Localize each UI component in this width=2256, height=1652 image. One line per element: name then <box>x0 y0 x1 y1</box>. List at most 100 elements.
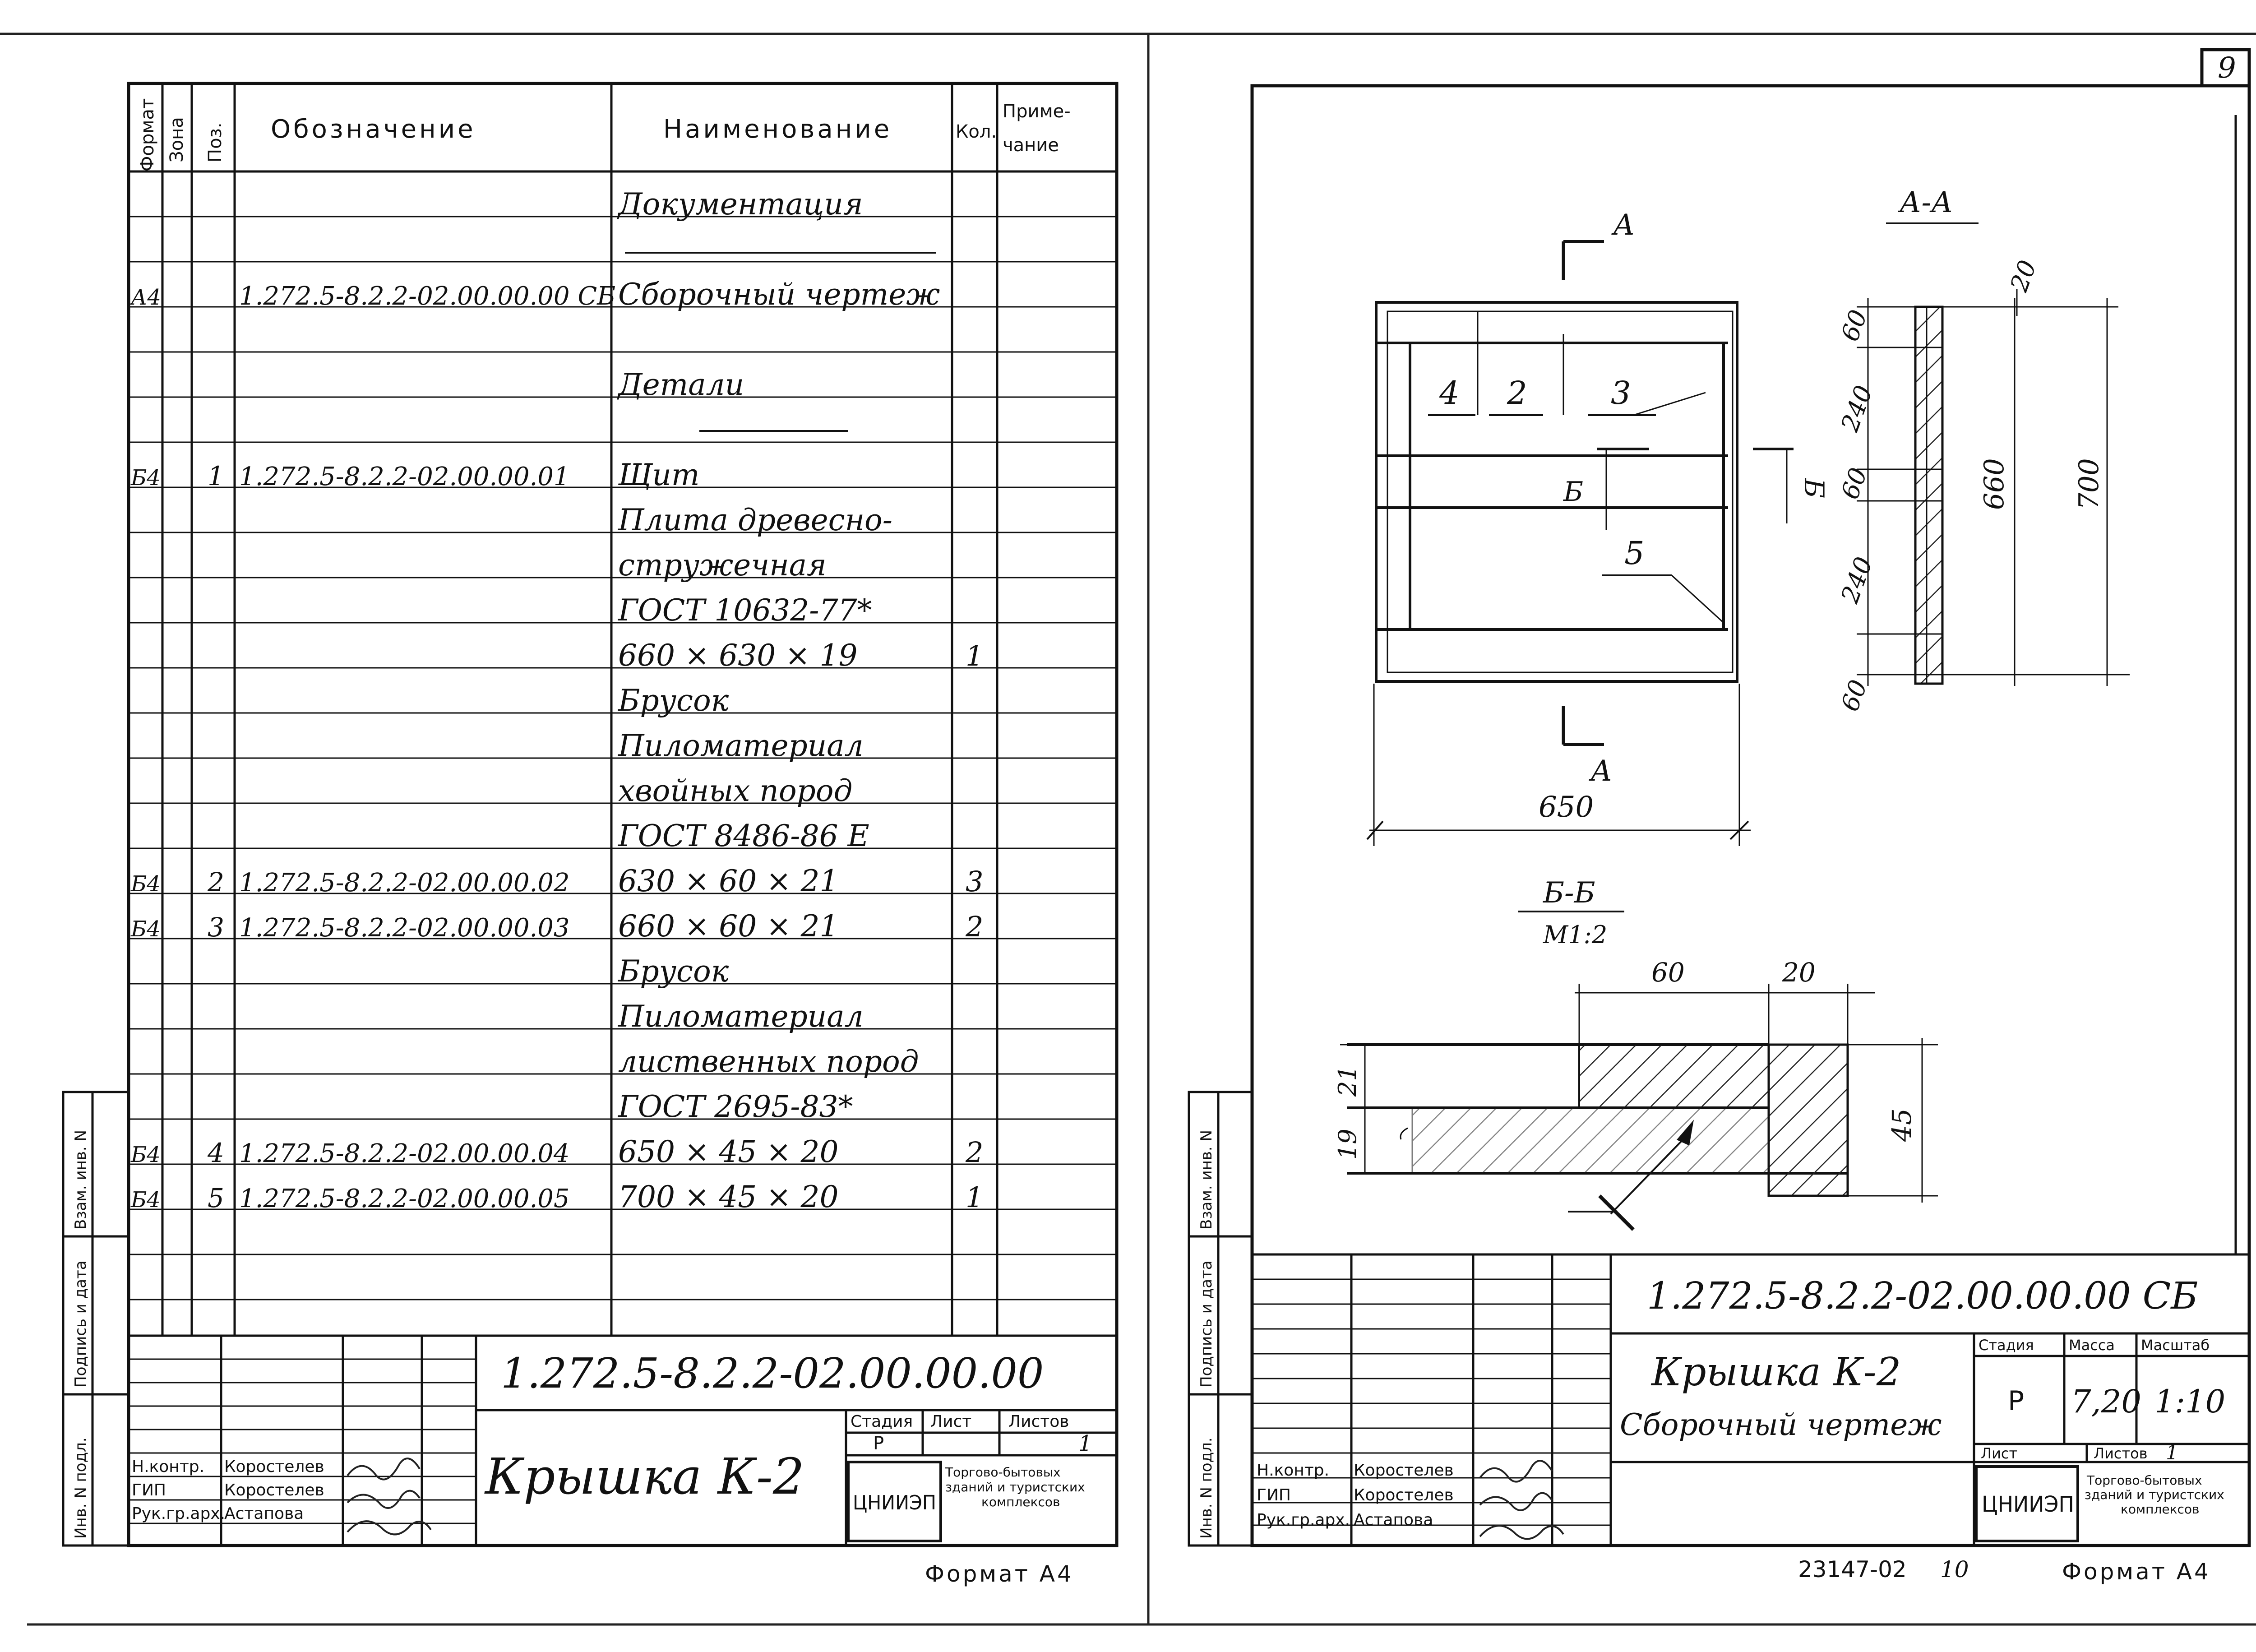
role-person: Астапова <box>1354 1511 1433 1529</box>
spec-name-cell: Детали <box>617 367 744 402</box>
aa-dim-240a: 240 <box>1835 382 1878 435</box>
spec-name-cell: 700 × 45 × 20 <box>618 1180 838 1214</box>
role-person: Коростелев <box>1354 1486 1454 1504</box>
spec-format-cell: Б4 <box>130 1187 161 1212</box>
aa-dim-700: 700 <box>2073 458 2105 510</box>
header-zone: Зона <box>166 117 187 162</box>
spec-name-cell: Брусок <box>617 954 729 989</box>
spec-qty-cell: 3 <box>966 865 983 898</box>
spec-pos-cell: 4 <box>207 1138 224 1168</box>
right-signatures <box>1479 1460 1564 1540</box>
bb-title: Б-Б <box>1543 876 1595 910</box>
left-format: Формат А4 <box>925 1561 1074 1587</box>
spec-designation-cell: 1.272.5-8.2.2-02.00.00.04 <box>239 1139 570 1168</box>
plan-cut-label-bottom: А <box>1589 754 1612 788</box>
spec-format-cell: Б4 <box>130 1142 161 1167</box>
aa-dim-60c: 60 <box>1835 676 1873 715</box>
spec-name-cell: лиственных пород <box>618 1044 919 1079</box>
left-sheets-label: Листов <box>1008 1412 1069 1431</box>
right-scale-value: 1:10 <box>2154 1383 2225 1420</box>
plan-cut-label-top: А <box>1611 208 1635 242</box>
left-sheets-value: 1 <box>1078 1431 1092 1456</box>
spec-qty-cell: 2 <box>965 910 983 943</box>
role-label: Н.контр. <box>1257 1461 1329 1480</box>
aa-dim-660: 660 <box>1979 458 2010 510</box>
role-person: Астапова <box>224 1504 304 1523</box>
header-format: Формат <box>137 98 158 171</box>
page-edges <box>0 32 2256 1626</box>
left-org-3: комплексов <box>981 1495 1060 1509</box>
right-org-2: зданий и туристских <box>2085 1487 2224 1502</box>
plan-position-3: 3 <box>1611 375 1631 412</box>
view-aa-title: А-А <box>1898 186 1953 219</box>
header-note-2: чание <box>1003 135 1059 156</box>
spec-name-cell: стружечная <box>618 548 827 583</box>
spec-qty-cell: 1 <box>966 1181 983 1214</box>
role-label: ГИП <box>132 1481 166 1499</box>
right-sheet <box>1188 48 2251 1547</box>
role-person: Коростелев <box>224 1458 324 1476</box>
right-sheet-text: 9 А-А А А Б Б 4 2 3 5 650 20 60 240 60 2… <box>1197 51 2236 1585</box>
plan-width: 650 <box>1539 791 1594 824</box>
header-note-1: Приме- <box>1003 101 1071 122</box>
right-side-label-podpis: Подпись и дата <box>1197 1260 1216 1388</box>
left-org-logo: ЦНИИЭП <box>853 1491 936 1514</box>
header-name: Наименование <box>663 115 892 144</box>
right-mass-label: Масса <box>2069 1337 2115 1354</box>
section-bb <box>1340 911 1938 1231</box>
right-stage-value: Р <box>2008 1385 2024 1417</box>
spec-pos-cell: 2 <box>207 867 224 898</box>
plan-position-4: 4 <box>1439 375 1460 412</box>
plan-view <box>1366 240 1794 846</box>
right-title-code: 1.272.5-8.2.2-02.00.00.00 СБ <box>1647 1275 2198 1318</box>
spec-name-cell: 660 × 630 × 19 <box>618 638 857 673</box>
left-sheet <box>62 82 1119 1547</box>
left-sheet-text: Формат Зона Поз. Обозначение Наименовани… <box>72 98 1092 1587</box>
left-side-stamp <box>62 1091 130 1547</box>
left-title-block-grid <box>129 1334 1117 1546</box>
spec-qty-cell: 2 <box>965 1136 983 1169</box>
plan-position-2: 2 <box>1507 375 1527 412</box>
spec-designation-cell: 1.272.5-8.2.2-02.00.00.03 <box>239 913 570 943</box>
side-label-vzam: Взам. инв. N <box>72 1130 90 1230</box>
left-logo-box <box>847 1461 942 1542</box>
role-person: Коростелев <box>1354 1461 1454 1480</box>
spec-name-cell: ГОСТ 8486-86 Е <box>617 819 869 853</box>
plan-cut-b-left: Б <box>1563 476 1583 508</box>
spec-name-cell: Сборочный чертеж <box>618 277 940 312</box>
left-signatures <box>347 1458 432 1536</box>
left-title-code: 1.272.5-8.2.2-02.00.00.00 <box>501 1349 1044 1397</box>
right-title-2: Сборочный чертеж <box>1620 1407 1942 1442</box>
spec-name-cell: 650 × 45 × 20 <box>618 1134 838 1169</box>
right-sheets-label: Листов <box>2094 1445 2148 1462</box>
spec-pos-cell: 5 <box>208 1183 224 1213</box>
right-scale-label: Масштаб <box>2141 1337 2210 1354</box>
right-sheets-value: 1 <box>2166 1441 2178 1464</box>
spec-format-cell: Б4 <box>130 465 161 491</box>
right-logo-box <box>1975 1465 2079 1542</box>
right-stage-label: Стадия <box>1979 1337 2034 1354</box>
spec-pos-cell: 1 <box>208 461 224 491</box>
role-label: Н.контр. <box>132 1458 204 1476</box>
spec-name-cell: 660 × 60 × 21 <box>618 909 838 944</box>
left-sheet-label: Лист <box>930 1412 971 1431</box>
spec-designation-cell: 1.272.5-8.2.2-02.00.00.02 <box>239 868 570 898</box>
aa-dim-20: 20 <box>2005 256 2042 296</box>
right-org-logo: ЦНИИЭП <box>1982 1492 2074 1517</box>
aa-dim-240b: 240 <box>1835 553 1878 607</box>
right-title-block-grid <box>1350 1254 2249 1546</box>
left-title-name: Крышка К-2 <box>484 1448 804 1505</box>
side-label-podpis: Подпись и дата <box>72 1260 90 1388</box>
role-label: Рук.гр.арх. <box>1257 1511 1350 1529</box>
spec-name-cell: Пиломатериал <box>618 999 864 1034</box>
plan-position-5: 5 <box>1624 535 1645 572</box>
bb-dim-20: 20 <box>1782 957 1816 988</box>
right-org-3: комплексов <box>2121 1502 2200 1517</box>
footer-page: 10 <box>1940 1556 1969 1583</box>
spec-format-cell: Б4 <box>130 916 161 942</box>
bb-dim-21: 21 <box>1333 1065 1362 1097</box>
bb-dim-19: 19 <box>1333 1129 1362 1160</box>
spec-designation-cell: 1.272.5-8.2.2-02.00.00.00 СБ <box>239 282 615 311</box>
spec-name-cell: ГОСТ 2695-83* <box>617 1089 853 1124</box>
right-side-label-inv-podl: Инв. N подл. <box>1197 1437 1216 1539</box>
